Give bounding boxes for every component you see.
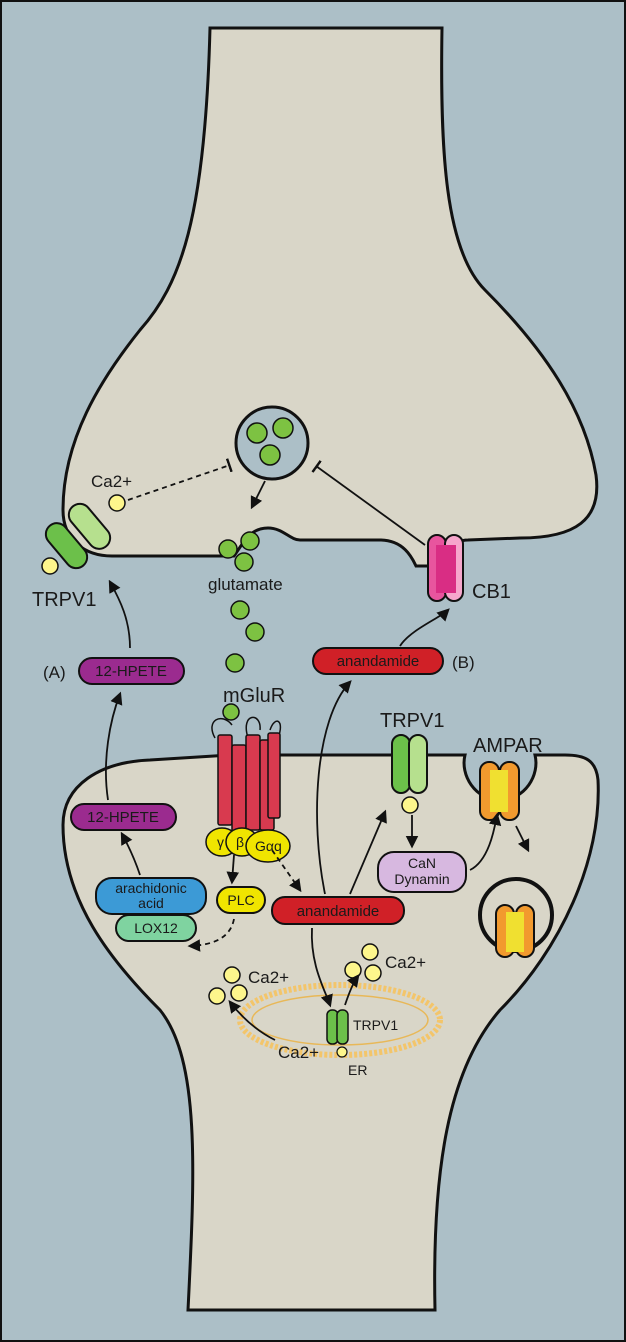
trpv1-presynaptic-channel bbox=[44, 502, 112, 570]
lox12-pill bbox=[115, 914, 197, 942]
ampar-endocytic-vesicle bbox=[478, 877, 554, 958]
trpv1-er-label: TRPV1 bbox=[353, 1017, 398, 1033]
calcium-ion bbox=[41, 557, 59, 575]
ampar-label: AMPAR bbox=[473, 735, 543, 757]
cb1-receptor bbox=[427, 534, 464, 602]
ampar-receptor bbox=[479, 761, 520, 821]
lox12-label: LOX12 bbox=[134, 920, 178, 936]
synaptic-vesicle bbox=[234, 405, 310, 481]
label-a: (A) bbox=[43, 663, 66, 682]
ca-presynaptic-label: Ca2+ bbox=[91, 472, 132, 491]
hpete-upper-label: 12-HPETE bbox=[95, 663, 167, 680]
arachidonic-line1: arachidonic bbox=[115, 880, 187, 896]
calcium-cluster-left bbox=[208, 966, 248, 1005]
ca-er-label: Ca2+ bbox=[278, 1043, 319, 1062]
pathway-arrows bbox=[105, 458, 530, 1041]
can-dynamin-pill bbox=[377, 851, 467, 893]
can-label: CaN bbox=[408, 855, 436, 871]
ca-right-label: Ca2+ bbox=[385, 953, 426, 972]
trpv1-er-channel bbox=[326, 1009, 349, 1058]
anandamide-lower-pill bbox=[271, 896, 405, 925]
glutamate-label: glutamate bbox=[208, 575, 283, 594]
hpete-lower-pill bbox=[70, 803, 177, 831]
ca-left-label: Ca2+ bbox=[248, 968, 289, 987]
hpete-lower-label: 12-HPETE bbox=[87, 809, 159, 826]
label-b: (B) bbox=[452, 653, 475, 672]
hpete-upper-pill bbox=[78, 657, 185, 685]
g-gamma-label: γ bbox=[217, 834, 224, 850]
anandamide-lower-label: anandamide bbox=[297, 903, 380, 920]
trpv1-postsynaptic-label: TRPV1 bbox=[380, 710, 444, 732]
plc-label: PLC bbox=[227, 892, 254, 908]
plc-pill bbox=[216, 886, 266, 914]
glutamate-molecules bbox=[218, 531, 265, 721]
g-alpha-label: Gαq bbox=[255, 838, 282, 854]
arachidonic-line2: acid bbox=[138, 895, 164, 911]
cb1-label: CB1 bbox=[472, 581, 511, 603]
presynaptic-terminal bbox=[61, 26, 599, 568]
trpv1-presynaptic-label: TRPV1 bbox=[32, 589, 96, 611]
trpv1-postsynaptic-channel bbox=[391, 734, 428, 814]
g-protein-complex bbox=[205, 827, 291, 863]
anandamide-upper-label: anandamide bbox=[337, 653, 420, 670]
calcium-ion bbox=[108, 494, 126, 512]
mglur-label: mGluR bbox=[223, 685, 285, 707]
er-label: ER bbox=[348, 1062, 367, 1078]
dynamin-label: Dynamin bbox=[394, 871, 449, 887]
mglur-receptor bbox=[211, 716, 282, 836]
anandamide-upper-pill bbox=[312, 647, 444, 675]
g-beta-label: β bbox=[236, 834, 244, 850]
